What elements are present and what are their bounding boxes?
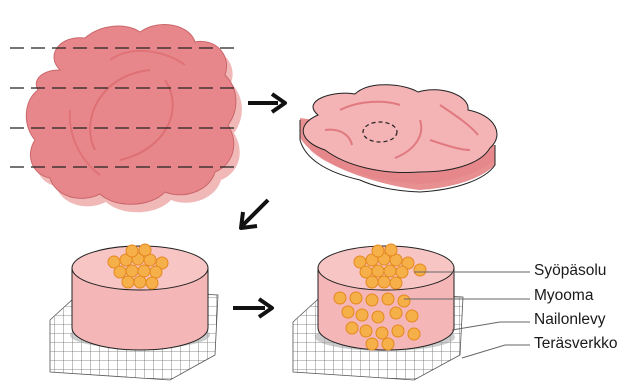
tissue-slice bbox=[300, 85, 497, 192]
whole-myoma bbox=[26, 25, 242, 213]
arrow-right-icon bbox=[248, 94, 285, 112]
myoma-disc-right bbox=[293, 244, 463, 380]
label-myoma: Myooma bbox=[534, 287, 593, 305]
myoma-disc-left bbox=[50, 244, 218, 380]
arrow-down-left-icon bbox=[241, 200, 268, 228]
label-steel-mesh: Teräsverkko bbox=[534, 335, 618, 353]
label-nylon-plate: Nailonlevy bbox=[534, 311, 606, 329]
label-cancer-cell: Syöpäsolu bbox=[534, 262, 606, 280]
arrow-right-icon-2 bbox=[233, 299, 272, 317]
